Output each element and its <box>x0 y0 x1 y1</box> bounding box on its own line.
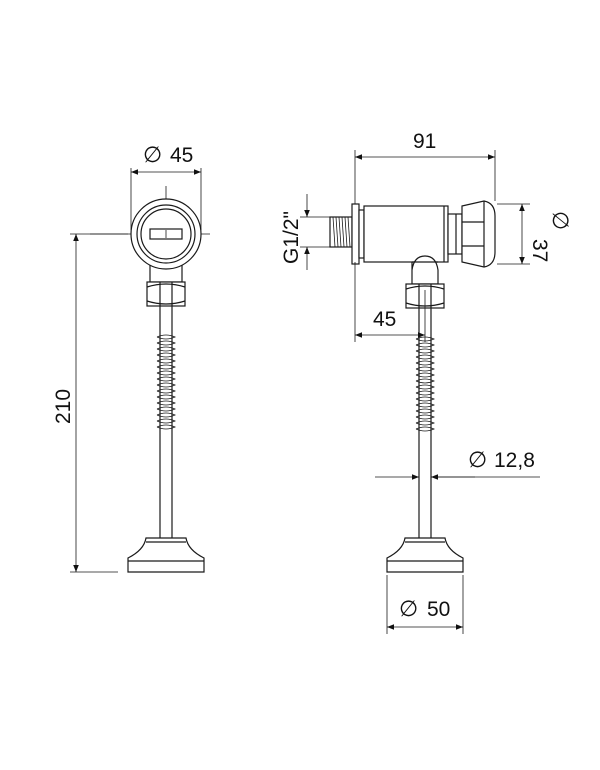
dim-total-height: 210 <box>52 233 128 573</box>
dim-inlet-thread: G1/2" <box>280 194 330 270</box>
dim-label-45-front: 45 <box>170 144 193 167</box>
dim-button-diameter: ∅ 37 <box>497 203 572 265</box>
side-tube <box>415 308 435 538</box>
front-nut <box>146 281 186 307</box>
dim-side-offset: 45 <box>354 262 426 342</box>
dim-label-37: 37 <box>528 239 551 262</box>
dim-tube-diameter: ∅ 12,8 <box>375 448 540 480</box>
front-base <box>127 537 205 573</box>
front-tube <box>156 306 176 538</box>
side-threaded-inlet <box>329 203 365 265</box>
dim-label-g12: G1/2" <box>280 211 303 264</box>
front-bellows <box>156 334 176 430</box>
side-threads <box>332 216 351 248</box>
dim-label-50: 50 <box>427 598 450 621</box>
side-outlet-elbow <box>411 255 439 285</box>
side-push-button <box>461 200 496 268</box>
dim-label-12-8: 12,8 <box>494 449 535 472</box>
side-body <box>363 205 463 263</box>
dim-label-91: 91 <box>413 130 436 153</box>
diameter-symbol: ∅ <box>547 211 572 230</box>
dim-front-top-diameter: ∅ 45 <box>130 143 202 230</box>
side-bellows <box>415 336 435 432</box>
dim-label-210: 210 <box>52 389 75 424</box>
dim-base-diameter: ∅ 50 <box>386 575 464 634</box>
dim-side-width: 91 <box>354 130 496 204</box>
dim-label-45-side: 45 <box>373 308 396 331</box>
diameter-symbol: ∅ <box>468 448 487 473</box>
diameter-symbol: ∅ <box>399 597 418 622</box>
side-view: 91 G1/2" ∅ 37 45 <box>280 130 572 634</box>
side-base <box>386 537 464 573</box>
diameter-symbol: ∅ <box>143 143 162 168</box>
front-valve-head <box>130 198 202 283</box>
front-view: ∅ 45 210 <box>52 143 210 573</box>
